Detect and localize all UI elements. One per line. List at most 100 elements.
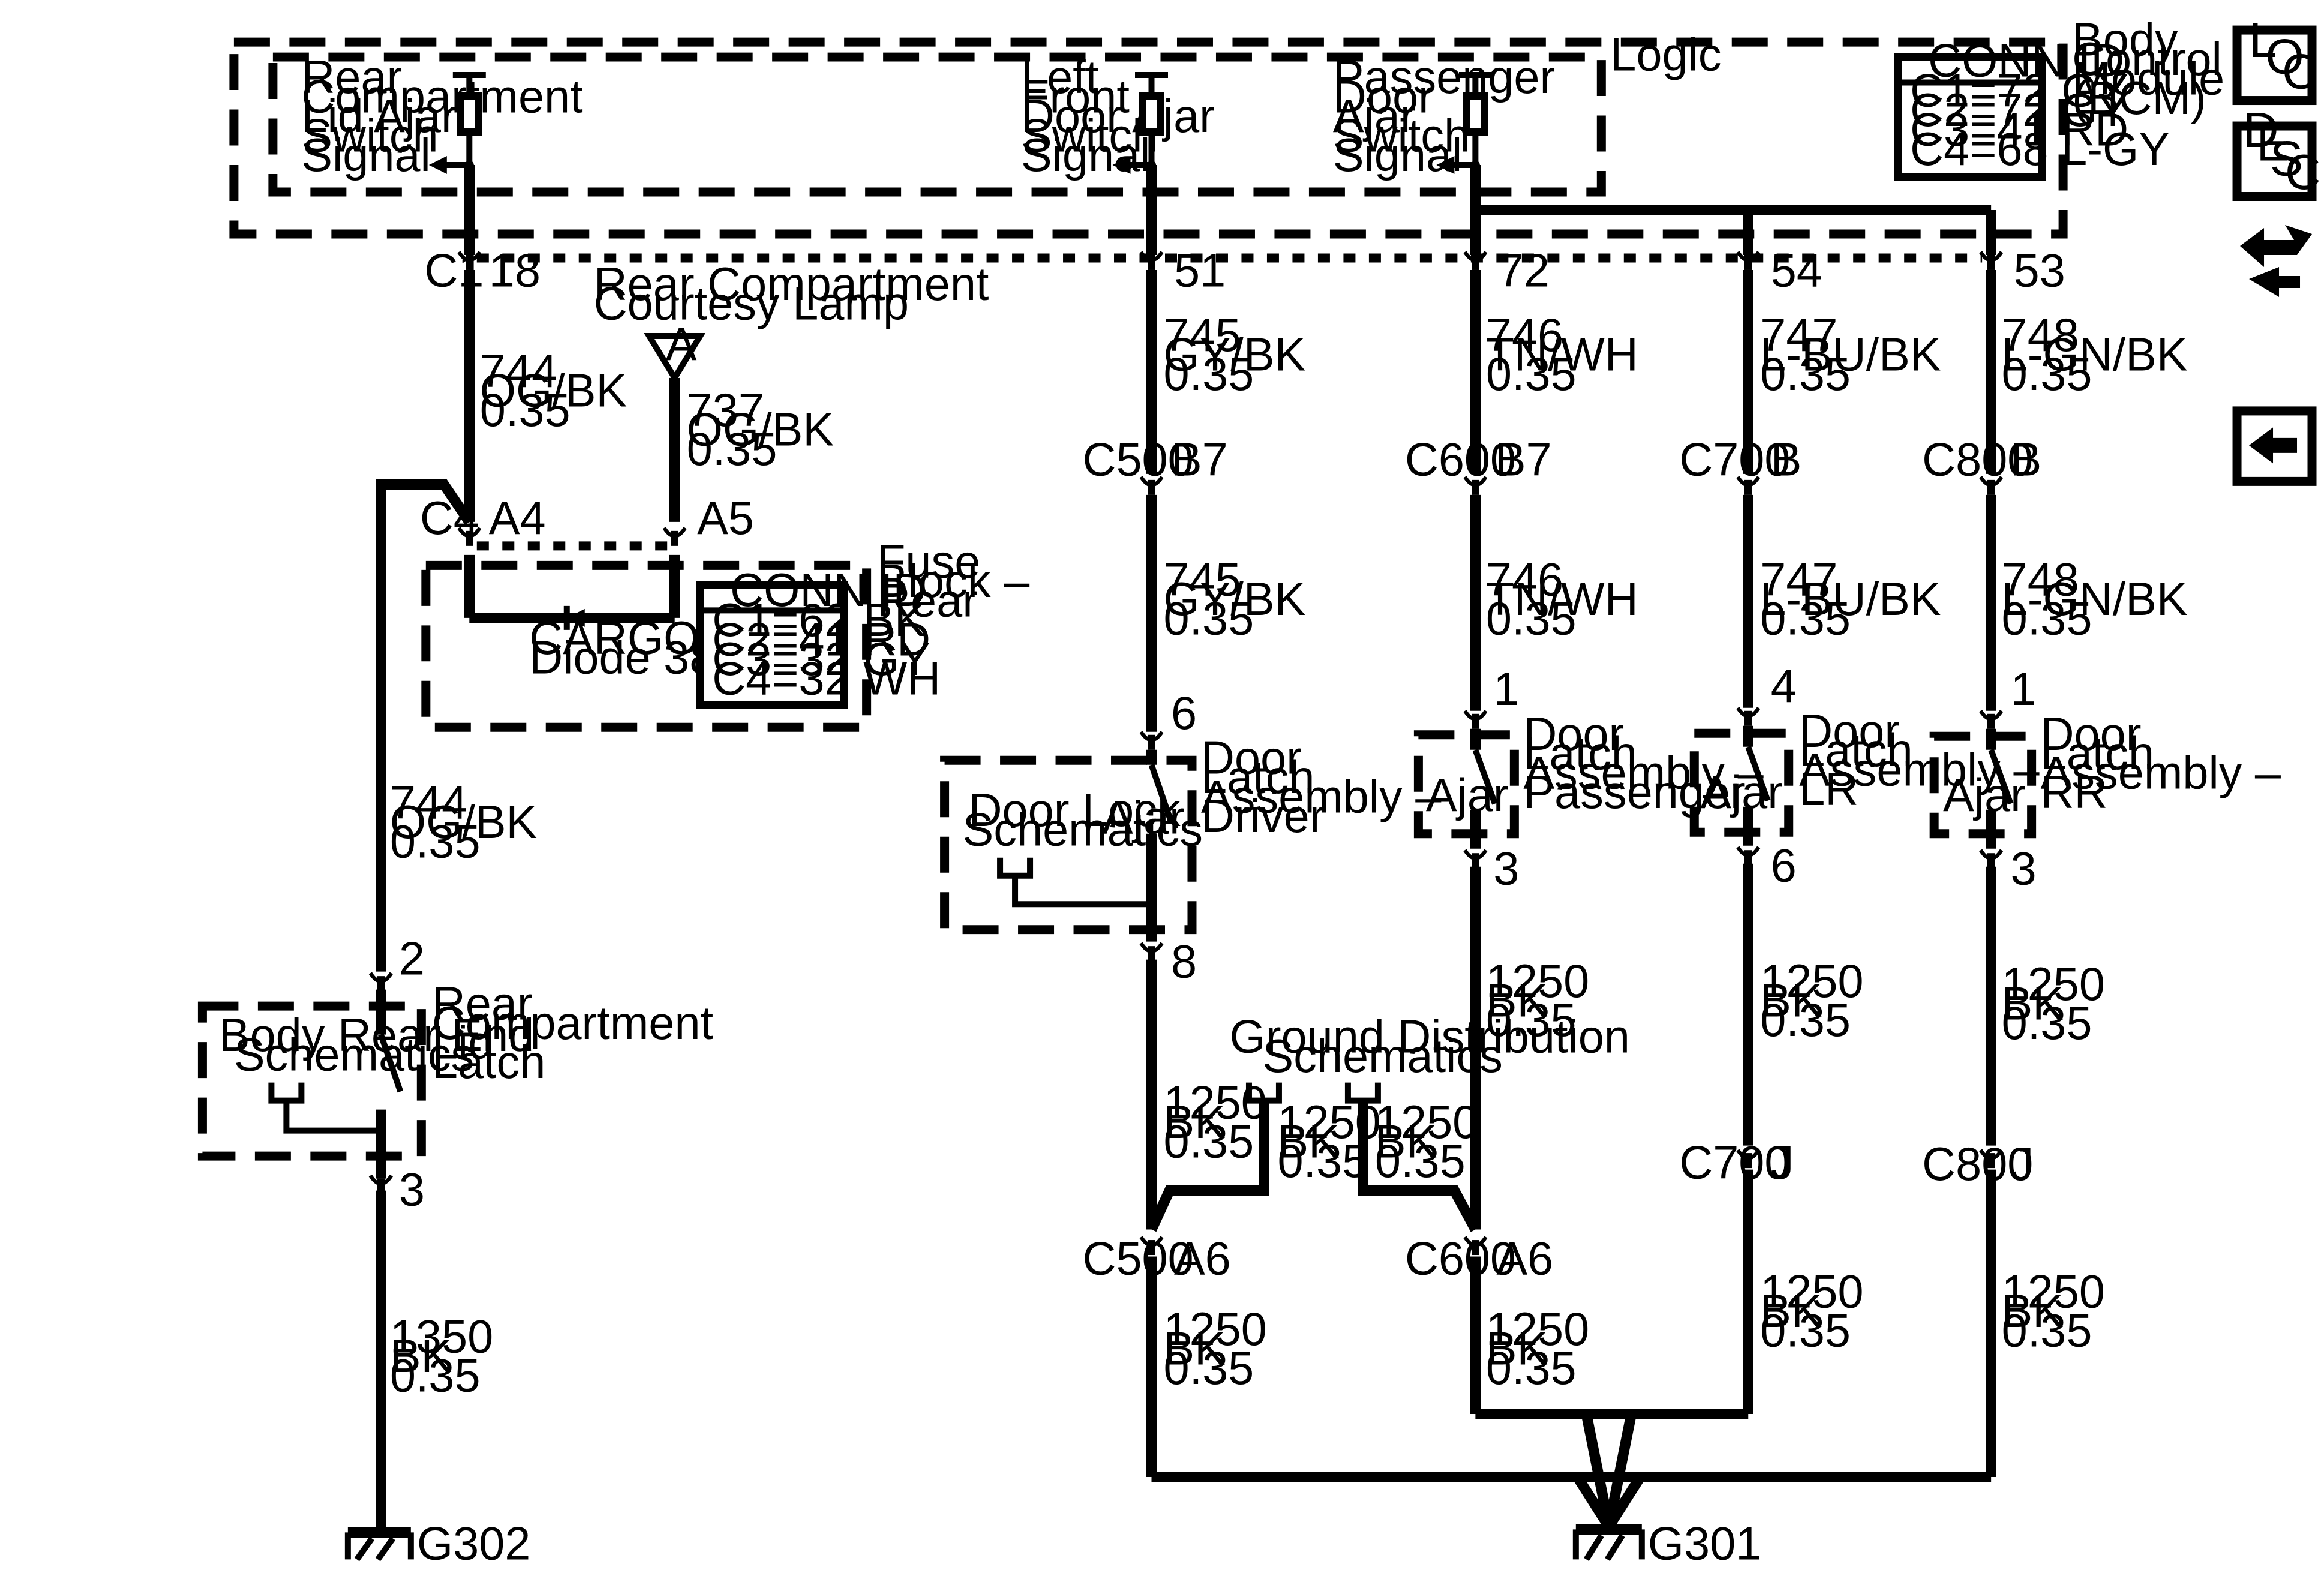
desc-button[interactable]: D E S C (2232, 103, 2321, 202)
connector-c600-upper: C600 (1405, 434, 1516, 485)
pin-b-c700: B (1771, 434, 1802, 485)
connector-terminal (1987, 853, 1995, 869)
wire-1250-rr: 1250BK0.35 (2002, 959, 2105, 1049)
pin-b7-c600: B7 (1495, 434, 1552, 485)
wire-1250-c500-lower: 1250BK0.35 (1163, 1304, 1266, 1394)
svg-text:D: D (2243, 103, 2279, 158)
ground-distribution-label: Ground DistributionSchematics (1229, 1011, 1629, 1082)
courtesy-lamp: Rear CompartmentCourtesy Lamp A (594, 259, 989, 384)
ajar-lr: Ajar (1700, 767, 1783, 818)
svg-text:L: L (2249, 13, 2277, 68)
connector-terminal (1148, 254, 1155, 270)
connector-c800-lower: C800 (1922, 1139, 2033, 1190)
connector-c700-lower: C700 (1679, 1137, 1790, 1189)
wire-745-upper-label: 745GY/BK0.35 (1163, 310, 1305, 400)
pin-18: 18 (489, 245, 541, 296)
bcm-conn-id-table: CONN ID C1=72 GY C2=72 GY C3=41 RD C4=68… (1894, 35, 2170, 181)
loc-button[interactable]: L O C (2232, 13, 2318, 106)
pin-a6-c600: A6 (1496, 1233, 1553, 1285)
svg-text:C1=62 BK: C1=62 BK (712, 595, 925, 646)
pin-a6-c500: A6 (1174, 1233, 1231, 1285)
svg-text:E: E (2257, 116, 2290, 172)
svg-text:C: C (2282, 44, 2318, 100)
connector-terminal (1744, 710, 1752, 726)
connector-terminal (1744, 479, 1752, 495)
svg-text:LeftFrontDoor AjarSwitchSignal: LeftFrontDoor AjarSwitchSignal (1021, 52, 1215, 181)
pin-6-lr: 6 (1771, 840, 1797, 892)
svg-text:C4=68 L-GY: C4=68 L-GY (1910, 124, 2170, 175)
connector-terminal (1987, 254, 1995, 270)
wire-746-upper-label: 746TN/WH0.35 (1486, 310, 1638, 400)
svg-text:C2=72 GY: C2=72 GY (1910, 85, 2128, 136)
bcm-signal-rear-lid: RearCompartmentLid AjarSwitchSignal (301, 52, 582, 181)
connector-terminal (466, 530, 473, 546)
connector-terminal (1148, 1240, 1155, 1256)
connector-terminal (1472, 479, 1479, 495)
connector-c600-lower: C600 (1405, 1233, 1516, 1285)
wire-1250-gd-right: 1250BK0.35 (1375, 1097, 1478, 1187)
connector-terminal (1744, 850, 1752, 866)
wire-1250-c600-lower: 1250BK0.35 (1486, 1304, 1589, 1394)
connector-c500-upper: C500 (1083, 434, 1194, 485)
svg-text:C3=32 GY: C3=32 GY (712, 634, 930, 685)
connector-terminal (1472, 1240, 1479, 1256)
connector-c800-upper: C800 (1922, 434, 2033, 485)
driver-latch-label: DoorLatchAssembly –Driver (1201, 733, 1442, 842)
connector-terminal (377, 1178, 385, 1194)
svg-text:PassengerDoorAjarSwitchSignal: PassengerDoorAjarSwitchSignal (1333, 52, 1555, 181)
logic-label: Logic (1610, 29, 1721, 81)
pin-54: 54 (1771, 245, 1822, 296)
connector-terminal (1472, 713, 1479, 729)
ground-g302: G302 (344, 1518, 531, 1569)
fuse-conn-id-table: CONN ID C1=62 BK C2=41 RD C3=32 GY C4=32… (696, 565, 941, 709)
wire-1250-lr: 1250BK0.35 (1760, 956, 1863, 1046)
pin-8-driver: 8 (1171, 936, 1197, 988)
connector-c500-lower: C500 (1083, 1233, 1194, 1285)
driver-latch-box (940, 755, 1197, 935)
connector-terminal (1148, 946, 1155, 962)
passenger-latch-label: DoorLatchAssembly –Passenger (1523, 709, 1764, 818)
wire-737-label: 737OG/BK0.35 (687, 385, 834, 475)
ground-g301: G301 (1572, 1518, 1762, 1569)
body-rear-box (197, 1001, 426, 1161)
wire-744-label: 744OG/BK0.35 (480, 346, 627, 436)
pin-b-c800: B (2011, 434, 2042, 485)
pin-j-c800: J (2011, 1139, 2034, 1190)
pin-51: 51 (1174, 245, 1226, 296)
svg-text:C: C (2285, 145, 2321, 200)
wire-746-lower-label: 746TN/WH0.35 (1486, 554, 1638, 644)
svg-text:G301: G301 (1648, 1518, 1762, 1569)
bcm-signal-lf-door: LeftFrontDoor AjarSwitchSignal (1021, 52, 1215, 181)
wire-748-upper-label: 748L-GN/BK0.35 (2002, 310, 2188, 400)
pin-b7-c500: B7 (1171, 434, 1228, 485)
bcm-name: BodyControlModule(BCM) (2072, 14, 2224, 124)
connector-terminal (466, 254, 473, 270)
pin-1-passenger: 1 (1493, 664, 1519, 715)
wire-1250-gd-left: 1250BK0.35 (1277, 1097, 1380, 1187)
passenger-latch-box (1413, 730, 1519, 839)
svg-text:C2=41 RD: C2=41 RD (712, 614, 930, 665)
connector-terminal (1148, 734, 1155, 750)
ajar-rr: Ajar (1943, 770, 2026, 821)
back-button[interactable] (2232, 406, 2317, 486)
connector-terminal (671, 530, 678, 546)
pin-3-rear: 3 (399, 1164, 425, 1216)
connector-c700-upper: C700 (1679, 434, 1790, 485)
pin-2: 2 (399, 933, 425, 985)
door-lock-schematics: Door LockSchematics (963, 785, 1203, 855)
wire-1250-passenger: 1250BK0.35 (1486, 956, 1589, 1046)
wire-1250-c800-lower: 1250BK0.35 (2002, 1266, 2105, 1357)
svg-text:G302: G302 (417, 1518, 531, 1569)
ajar-driver: Ajar (1102, 792, 1185, 844)
pin-4-lr: 4 (1771, 661, 1797, 712)
svg-text:CONN ID: CONN ID (1928, 35, 2124, 87)
bcm-signal-passenger-door: PassengerDoorAjarSwitchSignal (1333, 52, 1555, 181)
svg-text:C3=41 RD: C3=41 RD (1910, 104, 2128, 156)
connector-terminal (1472, 254, 1479, 270)
rr-latch-label: DoorLatchAssembly –RR (2041, 709, 2281, 818)
logic-outline (268, 52, 1606, 197)
wire-1350-label: 1350BK0.35 (390, 1311, 493, 1402)
pin-a4: A4 (489, 493, 546, 544)
swap-arrows-icon[interactable] (2240, 224, 2313, 297)
svg-text:CONN ID: CONN ID (730, 565, 926, 616)
